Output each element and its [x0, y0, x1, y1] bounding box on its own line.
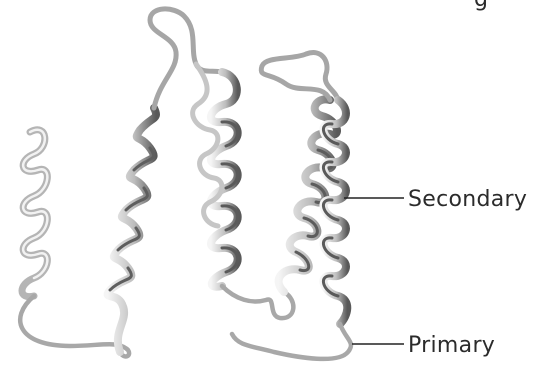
loop-bottom-right [232, 324, 351, 359]
top-cut-label: g [474, 0, 488, 12]
helix-3b [193, 64, 222, 226]
loop-bottom-left [20, 296, 129, 356]
protein-ribbon [20, 9, 351, 359]
secondary-label: Secondary [408, 187, 527, 212]
loop-top-right [261, 53, 338, 100]
primary-label: Primary [408, 333, 495, 358]
helix-2 [108, 108, 156, 352]
loop-top [150, 9, 222, 108]
